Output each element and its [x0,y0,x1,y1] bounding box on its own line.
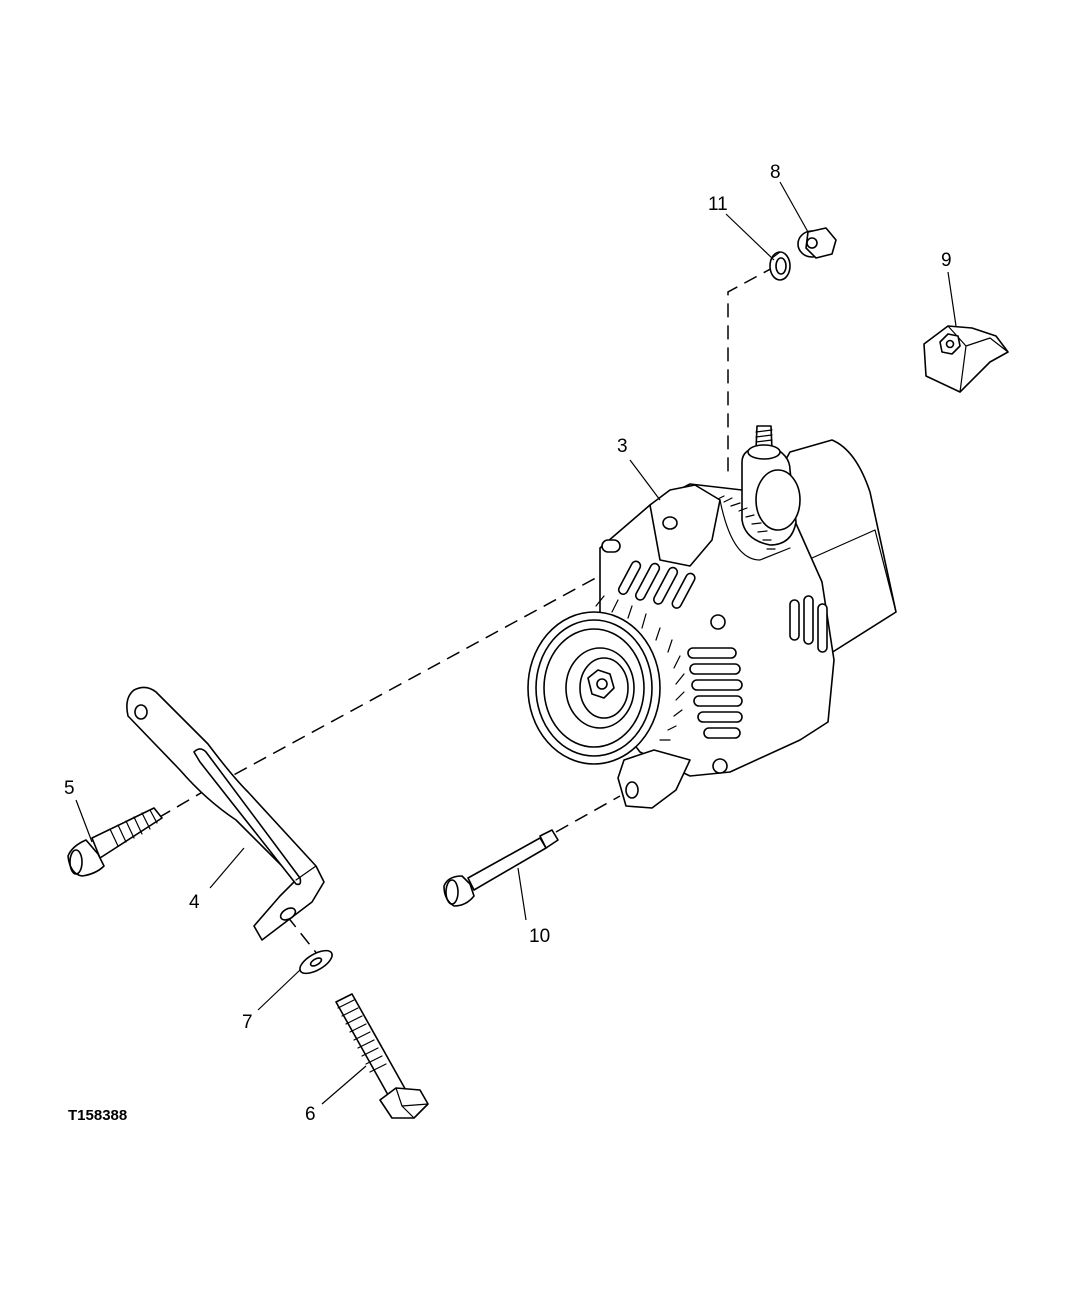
bracket-hole [134,704,148,720]
washer-7-hole [309,957,323,967]
bolt-5-thread [109,809,158,847]
bracket [126,686,325,941]
leader-8 [779,181,809,233]
leader-6 [321,1065,367,1105]
terminal-stud-thread [755,429,773,443]
figure-id: T158388 [68,1107,127,1124]
callout-10: 10 [529,926,550,947]
upper-cooling-slots [601,539,696,609]
bolt-5-head-face [69,849,83,875]
terminal-cover [923,325,1009,393]
callout-4: 4 [189,892,200,913]
dash-line-nut-to-terminal [727,265,777,478]
leader-9 [947,271,957,327]
pulley-shaft [596,678,608,690]
bolt-6 [335,993,429,1119]
bolt-10-shank [467,837,547,891]
callout-11: 11 [708,194,728,215]
upper-mount-hole [662,516,678,530]
bolt-6-shank [335,993,409,1103]
pulley-groove-2 [543,628,645,748]
bolt-10 [443,829,559,907]
lock-washer [769,251,791,281]
nut-body [805,227,837,259]
terminal-cover-nut-hole [945,339,955,349]
nut-hole [806,237,818,249]
callout-6: 6 [305,1104,316,1125]
lower-housing-bolt [712,758,728,774]
upper-mount-ear [649,484,721,567]
callout-5: 5 [64,778,75,799]
rear-fan-ribs [715,495,776,550]
bolt-5-head [67,839,105,877]
bracket-fold [295,865,317,881]
bolt-6-head-faces [395,1087,429,1119]
bolt-10-tip [539,829,559,849]
washer-7 [299,949,333,975]
terminal-cover-edge [947,325,1009,393]
bolt-5-shank [91,807,163,859]
dash-line-bracket-to-washer [286,915,319,956]
terminal-lug-hole [755,469,801,531]
bolt-6-thread [337,999,387,1073]
rear-housing-edge [811,529,897,613]
pulley-hub-inner [579,657,629,719]
bracket-foot-hole [279,907,297,921]
pulley [527,611,661,765]
callout-8: 8 [770,162,781,183]
front-housing-bolt [710,614,726,630]
callout-7: 7 [242,1012,253,1033]
alternator [527,425,897,809]
terminal-cover-body [923,325,1009,393]
callout-9: 9 [941,250,952,271]
lock-washer-ring [769,251,791,281]
bracket-body [126,686,325,941]
leader-lines [75,181,957,1105]
bolt-5 [67,807,163,877]
pulley-groove-1 [535,619,653,757]
bracket-slot [193,748,302,886]
callout-numbers: 3 4 5 6 7 8 9 10 11 [64,162,952,1125]
nut [797,227,837,259]
side-cooling-slots [789,595,828,653]
upper-ear-fillet [719,499,791,561]
leader-10 [517,867,527,921]
leader-4 [209,847,245,889]
leader-11 [725,213,775,261]
leader-3 [629,459,661,501]
lock-washer-inner [775,257,787,275]
dash-line-bolt10-to-alternator [555,795,621,833]
lock-washer-split [771,251,781,259]
lower-mount-ear [617,749,691,809]
leader-5 [75,799,93,843]
front-fan-ribs [595,595,685,741]
terminal-base [747,444,781,460]
washer-7-ring [299,949,333,975]
bolt-10-head-face [445,879,459,905]
leader-7 [257,969,301,1011]
callout-3: 3 [617,436,628,457]
lower-cooling-slots [687,647,743,739]
lower-mount-hole [625,781,639,799]
